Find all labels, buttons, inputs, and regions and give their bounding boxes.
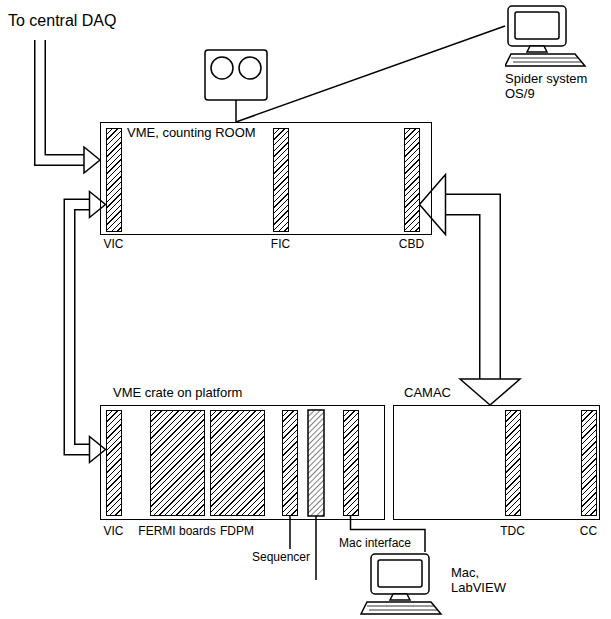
tape-drive-icon (205, 50, 267, 122)
arrow-head (460, 379, 520, 405)
camac-crate-box: CAMACTDCCC (393, 405, 600, 520)
module-label: VIC (103, 238, 123, 252)
arrow-head (84, 147, 100, 173)
arrow-shaft (40, 40, 86, 160)
module-label: Mac interface (339, 537, 411, 551)
module-slot: TDC (505, 410, 521, 516)
monitor-screen (378, 560, 422, 587)
computer-icon (505, 4, 605, 68)
signal-wire (236, 26, 505, 122)
crate-title: VME crate on platform (113, 386, 242, 401)
keyboard-keys (369, 610, 437, 611)
keyboard-keys (513, 62, 581, 63)
bus-arrow (420, 175, 521, 406)
arrow-head (90, 437, 106, 463)
keyboard-keys (511, 58, 578, 59)
computer-node: Spider system OS/9 (505, 4, 605, 102)
destination-label: To central DAQ (8, 12, 116, 30)
tape-wire (235, 100, 237, 122)
monitor-stand (527, 46, 547, 52)
slot-wire (315, 516, 317, 580)
vme-crate-box: VME, counting ROOM VIC FIC CBD (100, 122, 432, 235)
module-label: Sequencer (252, 551, 310, 565)
module-label: FIC (271, 238, 290, 252)
vme-crate-box: VME crate on platformVICFERMI boardsFDPM… (100, 405, 385, 520)
module-label: CC (580, 525, 597, 539)
arrow-shaft (70, 205, 91, 450)
unlabeled-slot (308, 410, 324, 516)
arrow-shaft (445, 205, 491, 381)
arrow-shaft-inner (40, 40, 87, 160)
keyboard (361, 602, 441, 614)
wire (236, 26, 505, 122)
module-slot: FIC (273, 128, 289, 232)
computer-label: Spider system OS/9 (505, 72, 603, 102)
monitor-stand (390, 594, 410, 600)
module-slot: VIC (106, 128, 122, 232)
crate-title: CAMAC (404, 386, 451, 401)
module-slot: VIC (106, 410, 122, 516)
keyboard (505, 54, 585, 66)
module-slot: Sequencer (282, 410, 298, 516)
tape-reel (239, 57, 261, 79)
monitor-screen (515, 12, 559, 39)
computer-icon (355, 552, 445, 616)
module-slot: CBD (404, 128, 420, 232)
leader-line (289, 516, 291, 549)
module-slot: Mac interface (343, 410, 359, 516)
computer-label: Mac, LabVIEW (451, 566, 505, 596)
arrow-shaft-inner (70, 205, 91, 450)
arrow-shaft-inner (445, 205, 491, 381)
crate-title: VME, counting ROOM (127, 126, 256, 141)
arrow-head (420, 175, 446, 235)
monitor-case (371, 554, 429, 594)
keyboard-keys (367, 606, 434, 607)
module-label: VIC (103, 525, 123, 539)
arrow-head (90, 192, 106, 218)
monitor-case (508, 6, 566, 46)
module-label: FDPM (220, 525, 254, 539)
daq-double-arrow (40, 40, 100, 173)
module-label: TDC (500, 525, 525, 539)
computer-node: Mac, LabVIEW (355, 552, 505, 618)
module-board: FDPM (210, 410, 265, 516)
module-slot: CC (581, 410, 597, 516)
module-board: FERMI boards (150, 410, 205, 516)
module-label: FERMI boards (138, 525, 215, 539)
module-label: CBD (399, 238, 424, 252)
tape-reel (211, 57, 233, 79)
tape-body (205, 50, 267, 100)
